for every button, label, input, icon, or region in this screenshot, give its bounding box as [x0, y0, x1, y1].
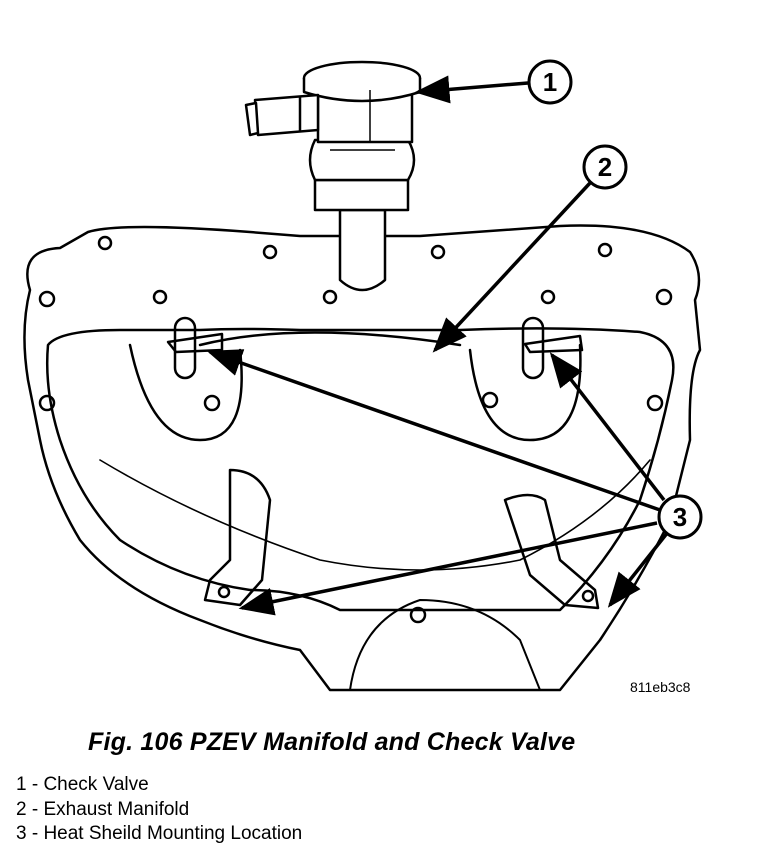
- leader-line-3a: [206, 349, 661, 512]
- leader-line-3b: [549, 352, 666, 502]
- callout-2-label: 2: [598, 152, 612, 182]
- callout-3-label: 3: [673, 502, 687, 532]
- legend-item-exhaust-manifold: 2 - Exhaust Manifold: [16, 798, 190, 820]
- figure-caption: Fig. 106 PZEV Manifold and Check Valve: [88, 728, 576, 756]
- callout-2: 2: [582, 144, 628, 190]
- check-valve-drawing: [244, 60, 422, 292]
- leader-lines: [206, 75, 670, 616]
- manifold-diagram: 1 2 3 811eb3c8: [23, 59, 703, 695]
- callout-1-label: 1: [543, 67, 557, 97]
- callout-3: 3: [657, 494, 703, 540]
- callout-1: 1: [527, 59, 573, 105]
- leader-line-3c: [238, 521, 658, 616]
- legend-item-check-valve: 1 - Check Valve: [16, 774, 149, 795]
- legend-item-heat-shield-mounting: 3 - Heat Sheild Mounting Location: [16, 823, 303, 844]
- leader-line-3d: [607, 530, 670, 608]
- legend-list: 1 - Check Valve 2 - Exhaust Manifold 3 -…: [16, 773, 302, 847]
- image-code: 811eb3c8: [630, 679, 691, 695]
- leader-line-1: [414, 75, 529, 104]
- leader-line-2: [432, 181, 592, 353]
- exhaust-manifold-drawing: [23, 224, 702, 692]
